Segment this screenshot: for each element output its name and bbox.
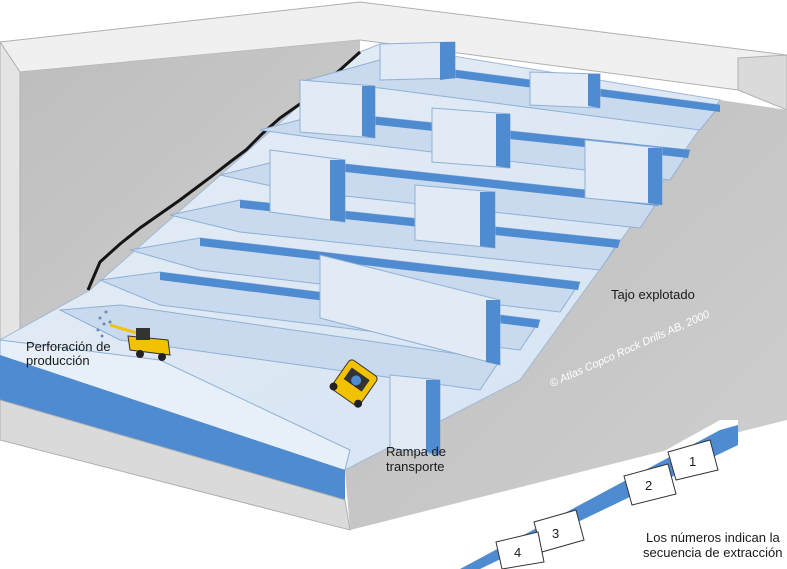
- sequence-step-1: [667, 439, 719, 481]
- rock-right-rim: [737, 54, 787, 111]
- label-haulage-ramp-1: Rampa de: [386, 444, 446, 459]
- pillar: [269, 149, 346, 223]
- lhd-loader: [329, 359, 378, 408]
- label-production-drilling-1: Perforación de: [26, 339, 111, 354]
- legend-text-2: secuencia de extracción: [643, 545, 783, 560]
- pillar: [584, 139, 663, 206]
- left-wall-edge: [0, 41, 21, 343]
- pillar: [319, 254, 501, 366]
- sequence-number-1: 1: [689, 454, 697, 469]
- sequence-number-2: 2: [645, 478, 653, 493]
- drill-spray: [96, 310, 112, 338]
- pillar: [431, 107, 511, 169]
- front-rock: [0, 399, 351, 531]
- production-drill-rig: [109, 323, 171, 361]
- pillar: [529, 71, 601, 109]
- pillar: [414, 184, 496, 249]
- back-wall: [20, 40, 360, 340]
- sequence-step-4: [495, 531, 545, 569]
- pillar: [299, 79, 376, 139]
- pillar: [379, 41, 456, 81]
- label-haulage-ramp-2: transporte: [386, 459, 445, 474]
- ore-pillars: [269, 41, 663, 456]
- front-floor: [0, 339, 351, 471]
- sequence-number-4: 4: [514, 545, 522, 560]
- label-mined-stope: Tajo explotado: [611, 287, 695, 302]
- mined-rock-face: [345, 100, 787, 530]
- sequence-steps: [460, 420, 738, 569]
- label-production-drilling-2: producción: [26, 353, 90, 368]
- front-face: [0, 355, 345, 500]
- sequence-step-2: [623, 463, 677, 506]
- legend-text-1: Los números indican la: [646, 530, 780, 545]
- sequence-number-3: 3: [552, 526, 560, 541]
- pillar: [389, 374, 441, 456]
